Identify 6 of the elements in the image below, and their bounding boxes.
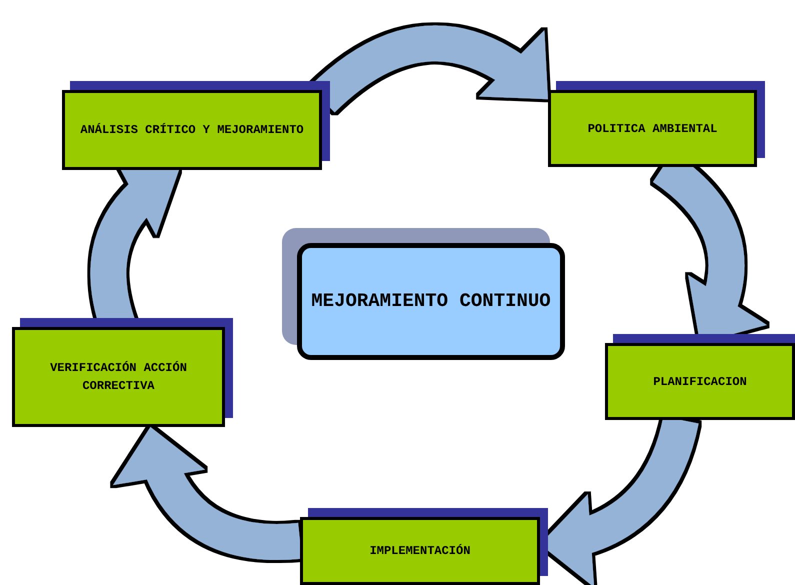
node-label: IMPLEMENTACIÓN [370, 543, 470, 560]
node-label: VERIFICACIÓN ACCIÓN CORRECTIVA [49, 360, 188, 395]
node-label: POLITICA AMBIENTAL [588, 120, 718, 138]
node-label: PLANIFICACION [653, 374, 747, 390]
node-label: ANÁLISIS CRÍTICO Y MEJORAMIENTO [80, 122, 304, 139]
node-label: MEJORAMIENTO CONTINUO [311, 289, 551, 314]
